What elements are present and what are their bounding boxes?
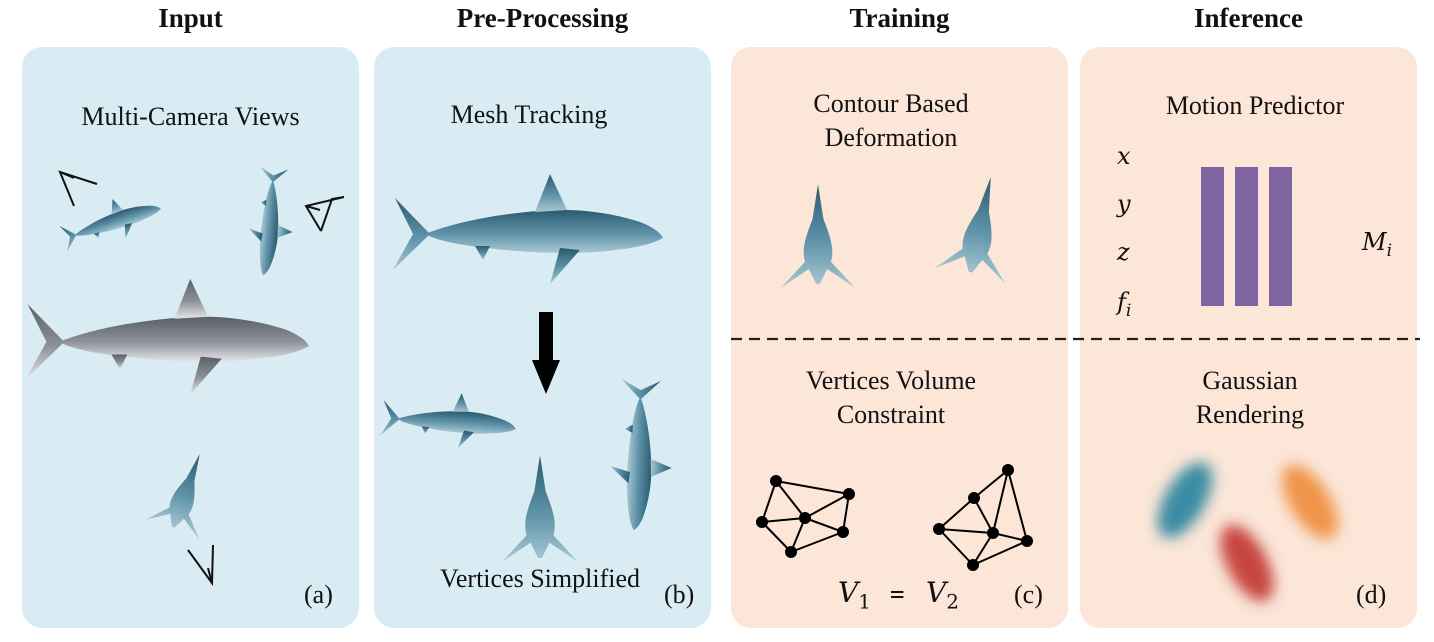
vertices-simplified-label: Vertices Simplified [439, 564, 640, 593]
volume-constraint-label: Vertices Volume Constraint [750, 364, 1032, 432]
contour-deformation-line-1: Contour Based [813, 89, 969, 118]
panel-tag-a: (a) [304, 580, 333, 609]
shark-simplified-front [502, 455, 578, 562]
equation-equals: = [890, 580, 905, 608]
shark-simplified-right [607, 377, 675, 532]
gaussian-orange [1282, 464, 1338, 540]
shark-top-right [244, 165, 299, 278]
motion-predictor-label: Motion Predictor [1165, 91, 1345, 120]
panel-tag-b: (b) [664, 580, 695, 609]
gaussian-rendering-line-1: Gaussian [1202, 366, 1298, 395]
volume-constraint-line-2: Constraint [836, 400, 946, 429]
column-title-inference: Inference [1194, 3, 1303, 33]
volume-constraint-line-1: Vertices Volume [805, 366, 977, 395]
input-f-i: fi [1117, 288, 1132, 321]
multi-camera-views-label: Multi-Camera Views [81, 102, 300, 131]
column-title-input: Input [158, 3, 223, 33]
down-arrow [532, 312, 560, 394]
shark-large-grey [25, 278, 309, 395]
gaussian-red [1220, 524, 1274, 602]
input-z: z [1117, 238, 1130, 266]
panel-inference [1080, 47, 1417, 628]
mesh-graph-left [756, 475, 855, 558]
gaussian-teal [1157, 462, 1213, 538]
gaussian-rendering-line-2: Rendering [1195, 400, 1305, 429]
mesh-graph-right [933, 464, 1033, 571]
mlp-bars [1201, 167, 1292, 306]
equation-v1: V1 [838, 576, 871, 614]
contour-deformation-line-2: Deformation [824, 123, 958, 152]
shark-simplified-left [379, 387, 519, 453]
shark-mesh-large [393, 174, 663, 284]
gaussian-blobs [1157, 462, 1338, 602]
contour-deformation-label: Contour Based Deformation [750, 87, 1032, 155]
column-title-training: Training [849, 3, 950, 33]
shark-front-view-a [145, 444, 227, 540]
shark-contour-front [781, 184, 855, 288]
column-title-preprocessing: Pre-Processing [456, 3, 629, 33]
input-y: y [1117, 190, 1131, 218]
panel-tag-d: (d) [1356, 580, 1387, 609]
shark-contour-deformed [934, 169, 1026, 284]
equation-v2: V2 [926, 576, 959, 614]
volume-equation: V1 = V2 [838, 576, 968, 616]
panel-tag-c: (c) [1014, 580, 1043, 609]
input-x: x [1117, 142, 1131, 170]
panel-training [731, 47, 1068, 628]
gaussian-rendering-label: Gaussian Rendering [1110, 364, 1390, 432]
camera-icon [58, 170, 345, 586]
output-m-i: Mi [1362, 228, 1393, 261]
shark-top-left [55, 185, 167, 258]
mesh-tracking-label: Mesh Tracking [450, 100, 608, 129]
